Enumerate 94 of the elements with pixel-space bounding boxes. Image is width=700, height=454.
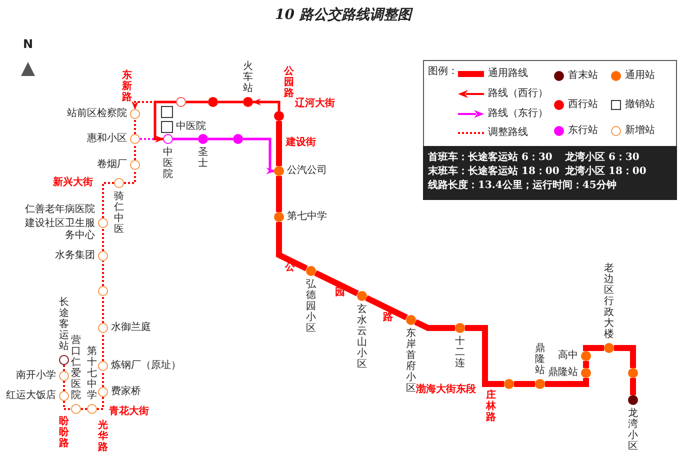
stop-name: 高中	[558, 350, 578, 362]
street-name: 路	[383, 312, 393, 324]
stop-name: 第七中学	[287, 211, 327, 223]
route-line	[186, 100, 208, 104]
schedule-text: 首班车：长途客运站 6：30	[428, 152, 552, 164]
street-name: 渤海大街东段	[416, 384, 476, 396]
stop-name: 水务集团	[55, 250, 95, 262]
stop-name: 建设社区卫生服务中心	[24, 218, 95, 242]
route-line	[276, 121, 282, 166]
street-name: 新兴大街	[53, 177, 93, 189]
route-line	[102, 333, 104, 361]
street-name: 光华路	[98, 420, 108, 453]
map-title: 10 路公交路线调整图	[275, 6, 412, 24]
stop-name: 站前区检察院	[67, 108, 127, 120]
legend-text: 首末站	[568, 70, 598, 82]
route-line	[102, 182, 114, 218]
stop-name: 龙湾小区	[628, 408, 638, 452]
street-name: 辽河大街	[295, 98, 335, 110]
stop-name: 水御兰庭	[111, 322, 151, 334]
street-name: 东新路	[122, 70, 132, 103]
stop-name: 弘德园小区	[306, 278, 316, 334]
route-line	[545, 378, 589, 387]
route-line	[134, 144, 136, 160]
stop-name: 长途客运站	[59, 297, 69, 352]
stop-name: 中医院	[163, 147, 173, 180]
route-arrow	[252, 98, 280, 111]
stop-name: 惠和小区	[87, 133, 127, 145]
stop-name: 红运大饭店	[6, 390, 56, 402]
route-line	[81, 408, 87, 410]
route-line	[614, 345, 636, 368]
stop-name: 卷烟厂	[97, 159, 127, 171]
route-line	[102, 228, 104, 251]
north-label: N	[22, 38, 34, 50]
stop-name: 老边区行政大楼	[604, 263, 614, 340]
stop-name: 公汽公司	[287, 165, 327, 177]
schedule-text: 龙湾小区 6：30	[565, 152, 640, 164]
stop-name: 圣士	[198, 147, 208, 169]
route-arrow	[243, 138, 275, 174]
route-line	[414, 319, 455, 331]
legend-text: 通用站	[625, 70, 655, 82]
stop-name: 第十七中学	[87, 346, 97, 401]
route-line	[583, 345, 604, 351]
stop-name: 费家桥	[111, 386, 141, 398]
legend-text: 路线（东行）	[488, 108, 548, 120]
stop-name: 仁善老年病医院	[25, 204, 95, 216]
stop-name: 火车站	[243, 61, 253, 94]
legend-text: 西行站	[568, 99, 598, 111]
route-line	[314, 270, 359, 296]
route-line	[134, 119, 136, 134]
street-name: 建设街	[286, 137, 316, 149]
route-line	[97, 397, 104, 410]
legend-text: 东行站	[568, 125, 598, 137]
stop-name: 骑仁中医	[114, 191, 124, 235]
schedule-text: 线路长度：13.4公里；运行时间：45分钟	[428, 180, 616, 192]
stop-name: 炼钢厂（原址）	[111, 360, 181, 372]
stop-name: 鼎隆站	[548, 367, 578, 379]
route-line	[208, 138, 233, 140]
route-line	[63, 401, 71, 410]
route-line	[583, 361, 589, 368]
route-line	[514, 381, 535, 387]
legend-heading: 图例：	[428, 66, 458, 78]
legend-text: 调整路线	[488, 127, 528, 139]
legend-text: 撤销站	[625, 99, 655, 111]
route-line	[102, 296, 104, 323]
route-line	[365, 295, 408, 320]
street-name: 青花大街	[109, 406, 149, 418]
legend-text: 新增站	[625, 125, 655, 137]
stop-name: 中医院	[176, 121, 206, 133]
route-line	[276, 222, 308, 272]
street-name: 盼盼路	[59, 416, 69, 449]
legend-text: 路线（西行）	[488, 88, 548, 100]
route-line	[465, 325, 504, 387]
route-line	[276, 176, 282, 212]
route-arrow	[132, 101, 176, 110]
route-line	[218, 100, 243, 104]
route-line	[630, 378, 636, 395]
route-arrow	[154, 100, 176, 142]
street-name: 庄林路	[486, 390, 496, 423]
route-line	[63, 365, 65, 371]
stop-name: 南开小学	[16, 370, 56, 382]
legend-text: 通用路线	[488, 68, 528, 80]
route-line	[63, 381, 65, 391]
route-line	[124, 170, 136, 184]
route-line	[102, 261, 104, 286]
route-line	[102, 371, 104, 387]
route-line	[173, 138, 198, 140]
stop-name: 营口仁爱医院	[71, 335, 81, 401]
stop-name: 玄水云山小区	[357, 304, 367, 370]
schedule-text: 龙湾小区 18：00	[565, 166, 646, 178]
stop-name: 鼎隆站	[535, 343, 545, 376]
stop-name: 东岸首府小区	[406, 328, 416, 394]
street-name: 公园路	[284, 66, 294, 99]
stop-name: 十二连	[455, 336, 465, 369]
schedule-text: 末班车：长途客运站 18：00	[428, 166, 560, 178]
